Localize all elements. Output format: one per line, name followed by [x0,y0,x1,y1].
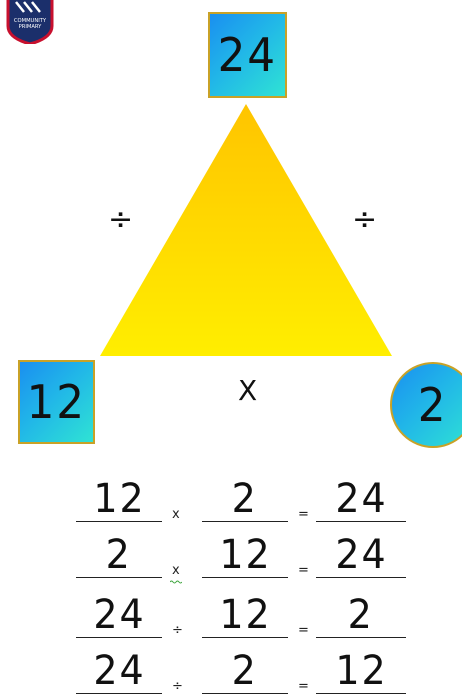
spellcheck-squiggle [170,580,182,584]
equation-operator: x [172,563,180,578]
equation-row: 24 ÷ 12 = 2 [0,590,462,644]
equation-operand-a: 24 [92,648,146,694]
equation-result: 24 [334,532,388,578]
equation-operand-a: 12 [92,476,146,522]
right-number-circle: 2 [390,362,462,448]
logo-text-line1: COMMUNITY [14,18,47,24]
right-number: 2 [418,378,448,432]
equation-operand-b: 12 [218,592,272,638]
equation-operator: ÷ [172,623,183,638]
equation-operand-a: 24 [92,592,146,638]
equation-blank[interactable]: 2 [202,645,288,694]
equation-blank[interactable]: 12 [202,589,288,638]
equation-blank[interactable]: 2 [76,529,162,578]
equation-blank[interactable]: 2 [316,589,406,638]
equation-blank[interactable]: 2 [202,473,288,522]
equals-sign: = [298,623,309,638]
equals-sign: = [298,563,309,578]
equation-blank[interactable]: 12 [202,529,288,578]
equals-sign: = [298,679,309,694]
left-divide-operator: ÷ [108,202,134,237]
equals-sign: = [298,507,309,522]
equation-operator: x [172,507,180,522]
equation-blank[interactable]: 12 [316,645,406,694]
bottom-multiply-operator: X [238,374,258,407]
equation-blank[interactable]: 24 [76,645,162,694]
top-number: 24 [217,28,278,82]
left-number: 12 [26,375,87,429]
equation-operand-b: 12 [218,532,272,578]
equation-row: 12 x 2 = 24 [0,474,462,528]
equation-operand-b: 2 [231,648,259,694]
equation-operator: ÷ [172,679,183,694]
equation-result: 2 [347,592,375,638]
equation-result: 12 [334,648,388,694]
top-number-box: 24 [208,12,287,98]
school-logo: COMMUNITY PRIMARY [6,0,54,44]
equation-blank[interactable]: 24 [316,529,406,578]
equation-blank[interactable]: 12 [76,473,162,522]
equation-row: 2 x 12 = 24 [0,530,462,584]
fact-triangle [100,104,392,356]
equation-operand-a: 2 [105,532,133,578]
equation-row: 24 ÷ 2 = 12 [0,646,462,700]
equation-result: 24 [334,476,388,522]
right-divide-operator: ÷ [352,202,378,237]
equation-blank[interactable]: 24 [316,473,406,522]
equation-operand-b: 2 [231,476,259,522]
logo-text-line2: PRIMARY [19,24,43,30]
left-number-box: 12 [18,360,95,444]
equation-blank[interactable]: 24 [76,589,162,638]
